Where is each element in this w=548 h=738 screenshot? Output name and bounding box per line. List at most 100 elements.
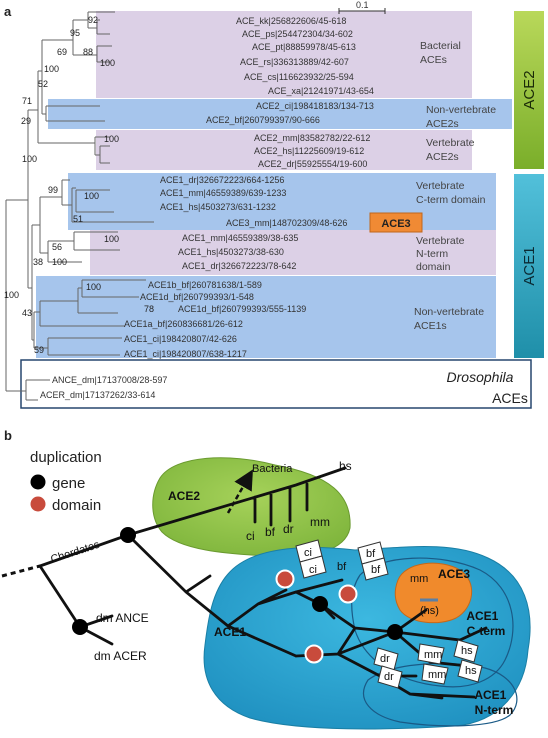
panel-b-label: b: [4, 428, 12, 443]
domain-duplication-node: [275, 569, 295, 589]
bootstrap-value: 92: [88, 15, 98, 25]
leaf-label: ACE1_dr|326672223/664-1256: [160, 175, 284, 185]
group-label-drosophila-aces: ACEs: [492, 390, 528, 406]
group-label-line: ACE2s: [426, 118, 459, 130]
bacteria-dashed-arrow: [226, 469, 253, 514]
flag-bf: [361, 557, 389, 581]
group-label-line: domain: [416, 261, 451, 273]
group-label-line: ACE1s: [414, 320, 447, 332]
leaf-label: ACE1d_bf|260799393/555-1139: [178, 304, 306, 314]
bootstrap-value: 51: [73, 214, 83, 224]
leaf-label: ACE1b_bf|260781638/1-589: [148, 280, 262, 290]
species-hs: hs: [339, 459, 352, 473]
panel-b-labels: ACE2 ACE1 ACE3 (hs) ACE1 C-term ACE1 N-t…: [49, 459, 513, 717]
legend-domain: domain: [52, 497, 101, 514]
domain-duplication-legend-dot: [30, 496, 46, 512]
hs-paren-label: (hs): [420, 605, 439, 617]
bootstrap-values: 92 95 88 100 69 100 52 71 29 100 100 99 …: [4, 15, 154, 355]
bootstrap-value: 95: [70, 28, 80, 38]
group-label-vert-ace2: Vertebrate ACE2s: [426, 137, 477, 163]
bootstrap-value: 100: [22, 154, 37, 164]
group-label-bacterial: Bacterial ACEs: [420, 40, 464, 66]
flag-label-bf: bf: [337, 561, 347, 573]
nterm-line: N-term: [475, 703, 514, 717]
leaf-label: ANCE_dm|17137008/28-597: [52, 375, 167, 385]
bootstrap-value: 43: [22, 308, 32, 318]
species-dr: dr: [283, 522, 294, 536]
drosophila-box: [20, 359, 532, 409]
flag-label-mm: mm: [410, 573, 428, 585]
group-label-line: ACE2s: [426, 151, 459, 163]
species-bf: bf: [265, 525, 276, 539]
phylogenetic-tree: [5, 11, 154, 401]
flag-label-dr: dr: [384, 671, 394, 683]
group-labels: Bacterial ACEs Non-vertebrate ACE2s Vert…: [414, 40, 528, 406]
group-label-line: Bacterial: [420, 40, 461, 52]
flag-ci: [299, 555, 327, 579]
scale-bar: 0.1: [338, 0, 386, 14]
flag-label-hs: hs: [461, 645, 473, 657]
panel-a-label: a: [4, 4, 12, 19]
ace3-tag-label: ACE3: [381, 218, 410, 230]
bootstrap-value: 100: [100, 58, 115, 68]
leaf-label: ACE_kk|256822606/45-618: [236, 16, 346, 26]
group-label-line: Vertebrate: [416, 235, 465, 247]
gene-duplication-legend-dot: [30, 474, 46, 490]
vert-nterm-box: [90, 230, 496, 275]
bootstrap-value: 71: [22, 96, 32, 106]
leaf-label: ACE_cs|116623932/25-594: [244, 72, 354, 82]
bacteria-label: Bacteria: [252, 463, 293, 475]
leaf-label: ACE1_mm|46559389/639-1233: [160, 188, 286, 198]
species-ci: ci: [246, 529, 255, 543]
ace3-blob-label: ACE3: [438, 567, 470, 581]
bootstrap-value: 100: [84, 191, 99, 201]
leaf-label: ACE3_mm|148702309/48-626: [226, 218, 347, 228]
bootstrap-value: 100: [4, 290, 19, 300]
leaf-label: ACER_dm|17137262/33-614: [40, 390, 155, 400]
legend-gene: gene: [52, 475, 85, 492]
bootstrap-value: 78: [144, 304, 154, 314]
ace1-cterm-label: ACE1 C-term: [466, 609, 505, 638]
group-label-vert-nterm: Vertebrate N-term domain: [416, 235, 467, 273]
flag-label-bf: bf: [366, 548, 376, 560]
group-label-line: C-term domain: [416, 194, 486, 206]
flag-hs: [453, 639, 479, 663]
leaf-label: ACE1_hs|4503273/631-1232: [160, 202, 276, 212]
bootstrap-value: 59: [34, 345, 44, 355]
gene-duplication-node: [120, 527, 136, 543]
cterm-line: C-term: [467, 624, 506, 638]
flag-label-ci: ci: [309, 564, 317, 576]
flag-mm: [417, 643, 445, 665]
group-label-drosophila: Drosophila: [447, 369, 514, 385]
bootstrap-value: 88: [83, 47, 93, 57]
flag-label-hs: hs: [465, 665, 477, 677]
bootstrap-value: 38: [33, 257, 43, 267]
group-label-line: Non-vertebrate: [426, 104, 496, 116]
group-label-vert-cterm: Vertebrate C-term domain: [416, 180, 486, 206]
group-label-line: N-term: [416, 248, 448, 260]
ace2-side-bar: [514, 11, 544, 169]
ace2-blob-label: ACE2: [168, 489, 200, 503]
leaf-label: ACE1_mm|46559389/38-635: [182, 233, 298, 243]
gene-duplication-node: [72, 619, 88, 635]
leaf-label: ACE2_ci|198418183/134-713: [256, 101, 374, 111]
group-label-line: Vertebrate: [416, 180, 465, 192]
bootstrap-value: 99: [48, 185, 58, 195]
bacterial-ace-box: [96, 11, 472, 98]
leaf-label: ACE1_dr|326672223/78-642: [182, 261, 296, 271]
leaf-label: ACE2_hs|11225609/19-612: [254, 146, 364, 156]
gene-duplication-node: [312, 596, 328, 612]
domain-duplication-node: [304, 644, 324, 664]
ace3-tag: [369, 212, 423, 233]
flag-hs: [457, 659, 483, 683]
bootstrap-value: 69: [57, 47, 67, 57]
group-label-line: ACEs: [420, 54, 447, 66]
leaf-label: ACE_ps|254472304/34-602: [242, 29, 353, 39]
bootstrap-value: 100: [52, 257, 67, 267]
leaf-label: ACE_pt|88859978/45-613: [252, 42, 356, 52]
flag-label-dr: dr: [380, 653, 390, 665]
ace1-nterm-label: ACE1 N-term: [474, 688, 513, 717]
group-label-nonvert-ace1: Non-vertebrate ACE1s: [414, 306, 487, 332]
leaf-label: ACE1_ci|198420807/638-1217: [124, 349, 247, 359]
leaf-label: ACE2_mm|83582782/22-612: [254, 133, 370, 143]
